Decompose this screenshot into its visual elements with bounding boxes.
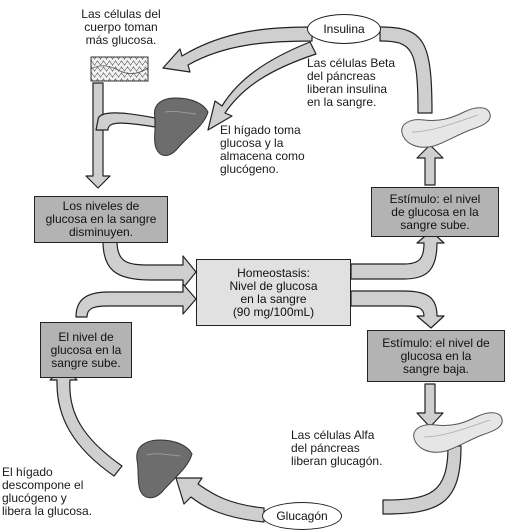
- arrow-rise-to-center: [75, 283, 197, 318]
- stimulus-drop-box: Estímulo: el nivel de glucosa en la sang…: [367, 330, 505, 382]
- arrow-rise-to-pancreas: [416, 144, 444, 186]
- level-rises-box: El nivel de glucosa en la sangre sube.: [40, 322, 132, 378]
- arrow-insulin-to-cells: [162, 26, 313, 73]
- glucagon-oval: Glucagón: [262, 502, 342, 530]
- arrow-center-to-rise: [350, 230, 445, 280]
- cells-icon: [90, 56, 149, 82]
- arrow-decrease-to-center: [102, 240, 197, 289]
- beta-cells-label: Las células Beta del páncreas liberan in…: [307, 56, 396, 109]
- pancreas-icon: [401, 107, 491, 148]
- liver-icon: [153, 97, 209, 156]
- arrow-insulin-to-liver: [207, 41, 317, 131]
- levels-decrease-box: Los niveles de glucosa en la sangre dism…: [34, 196, 168, 243]
- liver-icon: [136, 439, 193, 499]
- liver-stores-label: El hígado toma glucosa y la almacena com…: [220, 123, 305, 176]
- pancreas-icon: [413, 412, 503, 453]
- liver-releases-label: El hígado descompone el glucógeno y libe…: [2, 465, 93, 518]
- alpha-cells-label: Las células Alfa del páncreas liberan gl…: [291, 428, 383, 468]
- arrow-pancreas-to-insulin: [379, 26, 433, 114]
- arrow-pancreas-to-glucagon: [382, 445, 462, 515]
- arrow-liver-to-left-cycle: [49, 365, 123, 477]
- arrow-cells-down: [85, 82, 111, 189]
- arrow-drop-to-pancreas: [416, 383, 444, 428]
- body-cells-label: Las células del cuerpo toman más glucosa…: [81, 7, 161, 47]
- arrow-liver-merge: [95, 112, 156, 131]
- arrow-center-to-drop: [350, 290, 445, 329]
- insulin-oval: Insulina: [307, 14, 381, 44]
- stimulus-rise-box: Estímulo: el nivel de glucosa en la sang…: [371, 187, 499, 237]
- homeostasis-box: Homeostasis: Nivel de glucosa en la sang…: [196, 259, 351, 326]
- arrow-glucagon-to-liver: [175, 477, 265, 523]
